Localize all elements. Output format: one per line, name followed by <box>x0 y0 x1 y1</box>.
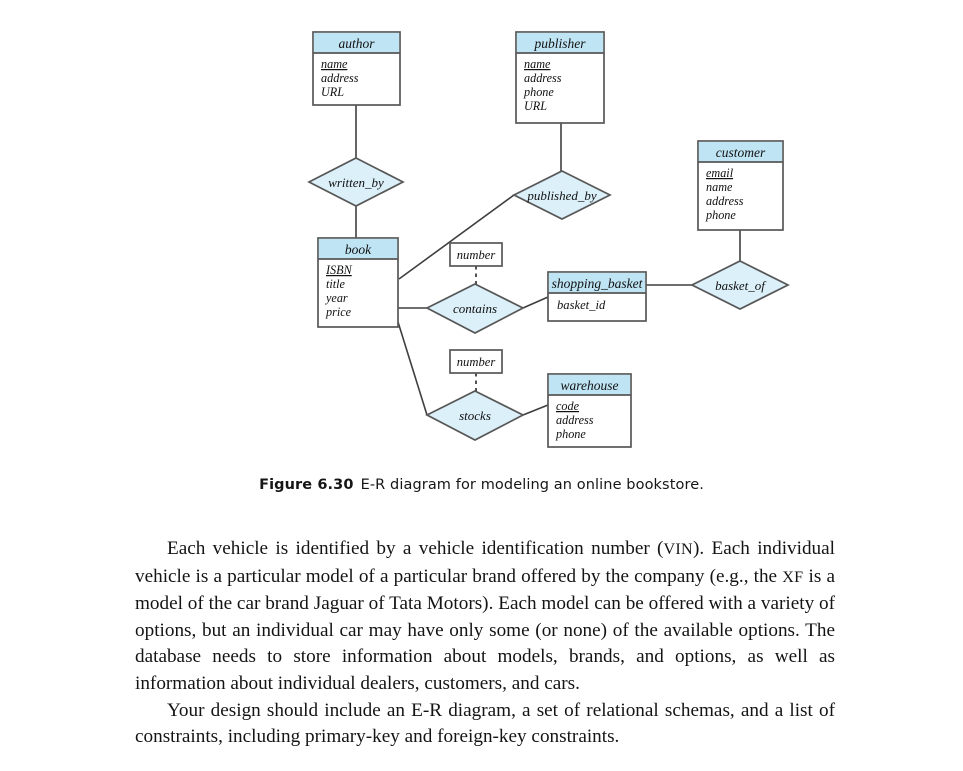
figure-caption: Figure 6.30 E-R diagram for modeling an o… <box>0 477 963 493</box>
paragraph-design-requirements: Your design should include an E-R diagra… <box>135 699 835 748</box>
entity-publisher-attr-phone: phone <box>523 85 554 99</box>
entity-publisher-header-fill <box>516 32 604 54</box>
entity-author-attr-address: address <box>321 71 359 85</box>
entity-warehouse-attr-phone: phone <box>555 427 586 441</box>
entity-warehouse-attr-address: address <box>556 413 594 427</box>
connector-published_by-book <box>398 194 515 280</box>
relationship-written-by-diamond <box>307 157 405 207</box>
entity-warehouse-attr-code: code <box>556 399 580 413</box>
entity-customer-attr-address: address <box>706 194 744 208</box>
entity-shopping-basket-attr-basket-id: basket_id <box>557 298 606 312</box>
entity-shopping-basket[interactable]: shopping_basket basket_id <box>547 271 647 322</box>
entity-warehouse-title: warehouse <box>561 378 619 393</box>
entity-book[interactable]: book ISBN title year price <box>317 237 399 328</box>
descriptive-attribute-stocks-number-box <box>449 349 503 374</box>
entity-author[interactable]: author name address URL <box>312 31 401 106</box>
entity-book-attr-isbn: ISBN <box>325 263 353 277</box>
entity-customer-header-fill <box>698 141 783 163</box>
entity-warehouse-header-fill <box>548 374 631 396</box>
entity-book-attr-year: year <box>324 291 348 305</box>
figure-caption-label: Figure 6.30 <box>259 477 354 493</box>
relationship-stocks-label: stocks <box>459 408 491 423</box>
entity-publisher-attr-address: address <box>524 71 562 85</box>
relationship-published-by[interactable]: published_by <box>512 170 612 220</box>
descriptive-attribute-stocks-number[interactable]: number <box>449 349 503 374</box>
entity-customer-attr-name: name <box>706 180 733 194</box>
connector-lines <box>355 105 741 416</box>
body-text: Each vehicle is identified by a vehicle … <box>135 536 835 751</box>
entity-customer-attr-phone: phone <box>705 208 736 222</box>
descriptive-attribute-stocks-number-label: number <box>457 355 496 369</box>
relationship-stocks[interactable]: stocks <box>425 390 525 441</box>
paragraph-1-part-a: Each vehicle is identified by a vehicle … <box>167 538 664 559</box>
entity-customer[interactable]: customer email name address phone <box>697 140 784 231</box>
entity-publisher-attr-name: name <box>524 57 551 71</box>
entity-publisher-title: publisher <box>533 36 586 51</box>
entity-shopping-basket-title: shopping_basket <box>552 276 644 291</box>
figure-caption-text: E-R diagram for modeling an online books… <box>360 477 704 493</box>
relationship-contains[interactable]: contains <box>425 283 525 334</box>
entity-customer-attr-email: email <box>706 166 734 180</box>
entity-author-header-fill <box>313 32 400 54</box>
entity-customer-title: customer <box>716 145 766 160</box>
relationship-basket-of-label: basket_of <box>715 278 767 293</box>
relationship-published-by-diamond <box>512 170 612 220</box>
relationship-published-by-label: published_by <box>526 188 597 203</box>
paragraph-vehicle-description: Each vehicle is identified by a vehicle … <box>135 536 835 698</box>
er-diagram: author name address URL publisher name a… <box>307 31 790 448</box>
entity-book-header-fill <box>318 238 398 260</box>
entity-warehouse[interactable]: warehouse code address phone <box>547 373 632 448</box>
relationship-contains-diamond <box>425 283 525 334</box>
relationship-basket-of[interactable]: basket_of <box>690 260 790 310</box>
paragraph-1-part-b: ). Each individual vehicle is a particul… <box>135 538 836 587</box>
entity-publisher[interactable]: publisher name address phone URL <box>515 31 605 124</box>
relationship-written-by-label: written_by <box>328 175 384 190</box>
entity-book-attr-title: title <box>326 277 346 291</box>
descriptive-attribute-contains-number-box <box>449 242 503 267</box>
acronym-vin: VIN <box>663 541 693 558</box>
entity-book-title: book <box>345 242 372 257</box>
connector-stocks-warehouse <box>522 404 549 416</box>
relationship-contains-label: contains <box>453 301 497 316</box>
relationship-stocks-diamond <box>425 390 525 441</box>
descriptive-attribute-contains-number[interactable]: number <box>449 242 503 267</box>
entity-author-attr-url: URL <box>321 85 344 99</box>
model-name-xf: XF <box>782 568 804 586</box>
paragraph-1-part-c: is a model of the car brand Jaguar of Ta… <box>135 565 835 694</box>
entity-shopping-basket-header-fill <box>548 272 646 294</box>
relationship-written-by[interactable]: written_by <box>307 157 405 207</box>
entity-book-attr-price: price <box>325 305 352 319</box>
entity-author-attr-name: name <box>321 57 348 71</box>
connector-contains-shopping_basket <box>522 296 549 309</box>
descriptive-attribute-contains-number-label: number <box>457 248 496 262</box>
connector-book-stocks <box>397 321 428 416</box>
entity-author-title: author <box>338 36 375 51</box>
relationship-basket-of-diamond <box>690 260 790 310</box>
entity-publisher-attr-url: URL <box>524 99 547 113</box>
